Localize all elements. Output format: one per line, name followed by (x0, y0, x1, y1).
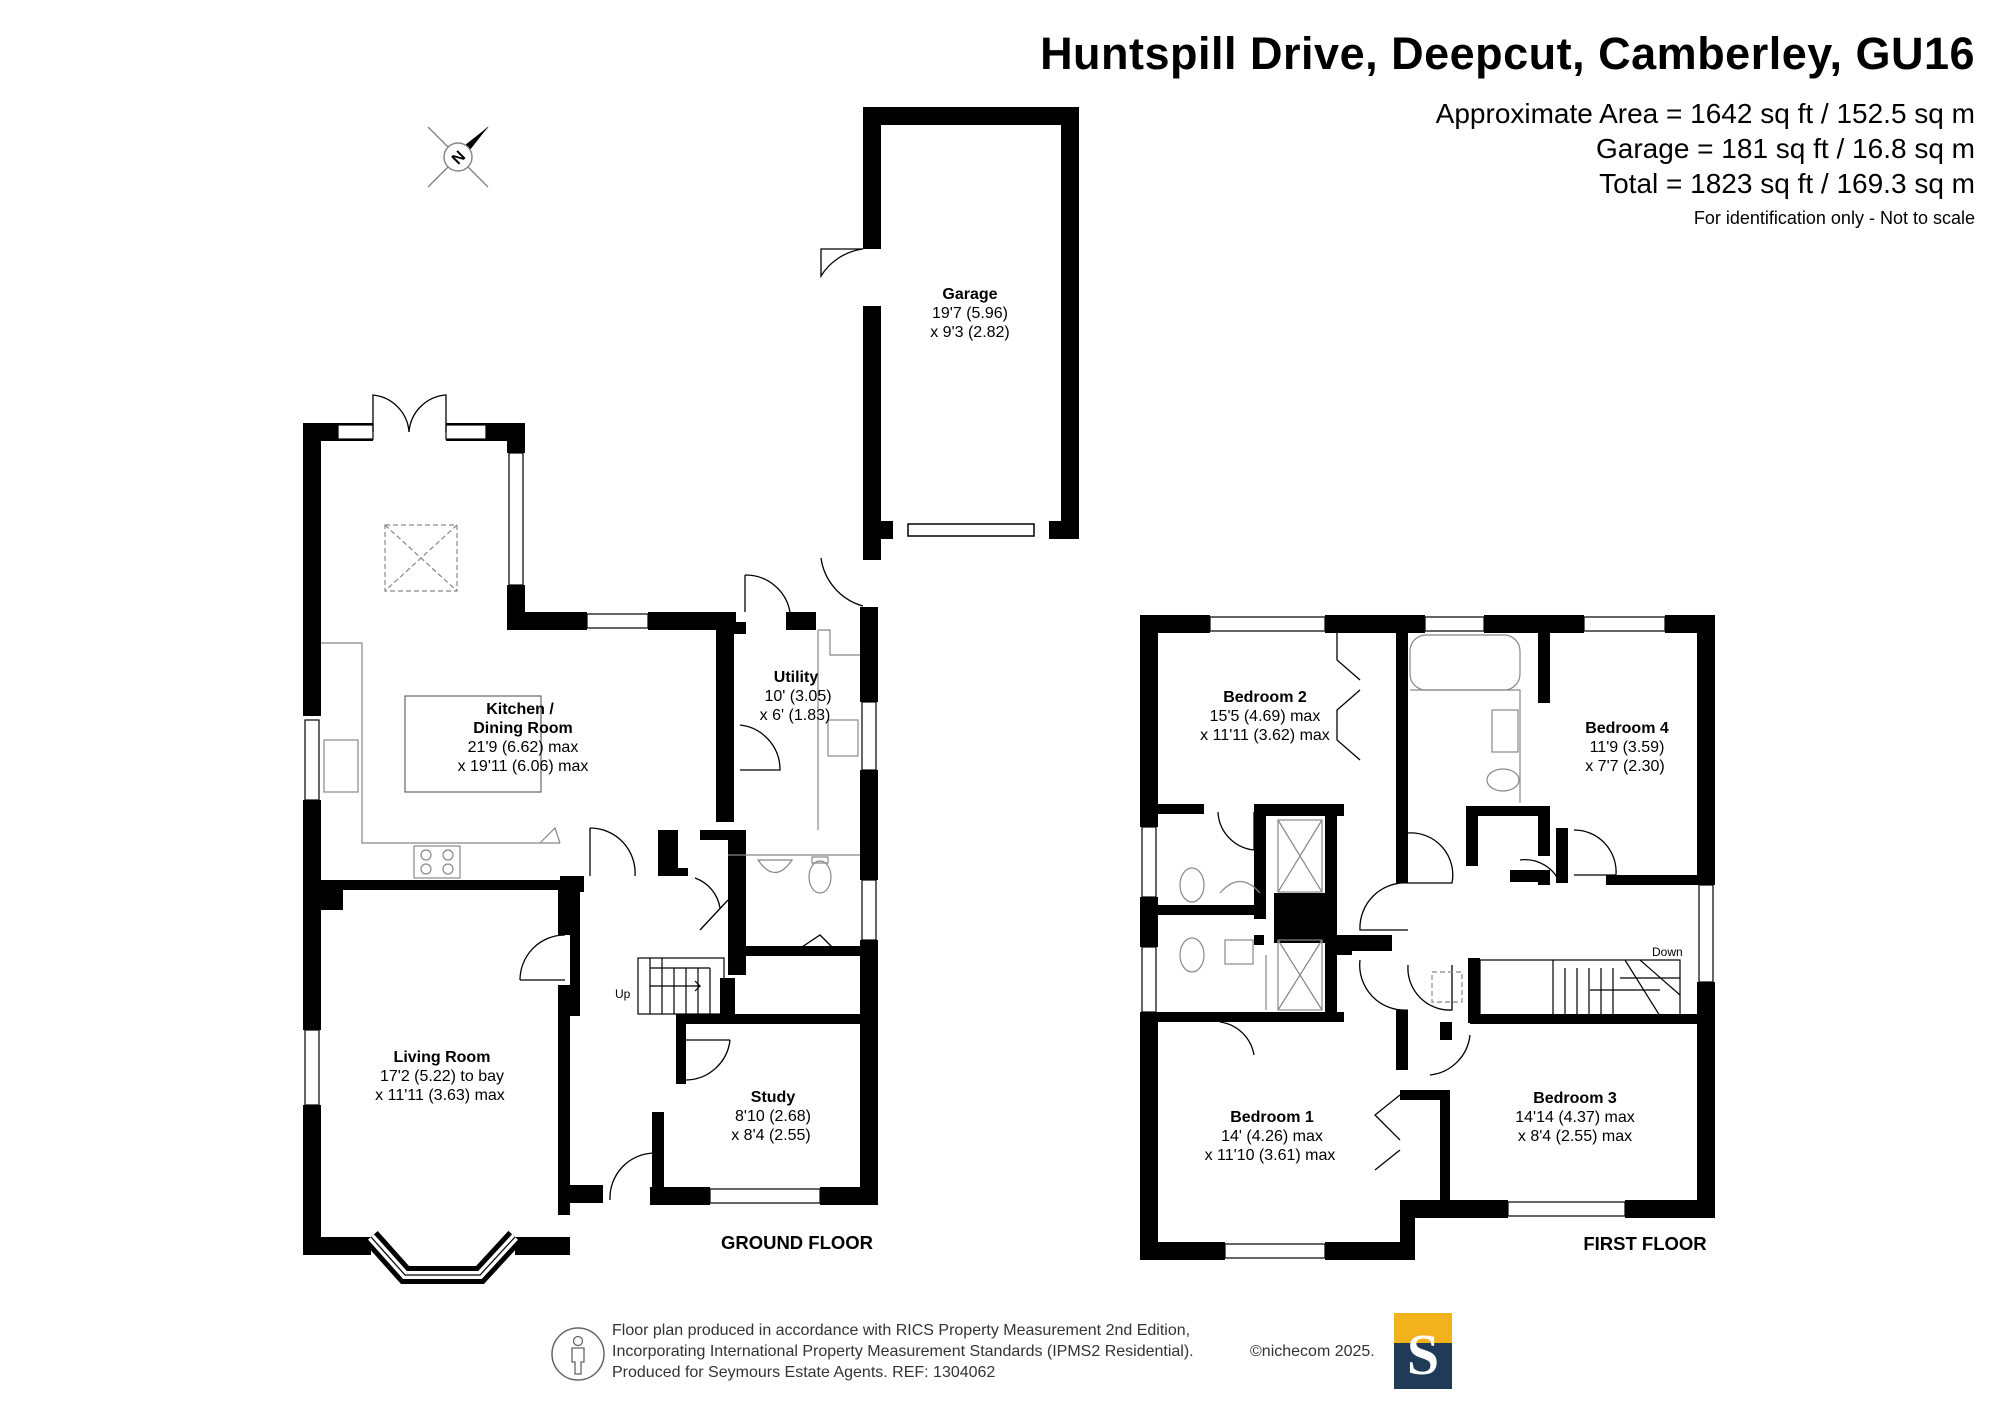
ground-floor-windows (304, 424, 877, 1204)
compass-icon: N (427, 126, 489, 188)
first-floor-label: FIRST FLOOR (1583, 1233, 1706, 1254)
property-title: Huntspill Drive, Deepcut, Camberley, GU1… (1040, 28, 1975, 79)
identification-note: For identification only - Not to scale (1693, 208, 1975, 228)
utility-units (817, 629, 860, 830)
footer-produced-line: Produced for Seymours Estate Agents. REF… (612, 1364, 996, 1381)
kitchen-french-doors (372, 394, 447, 433)
footer-rics-line: Floor plan produced in accordance with R… (612, 1322, 1191, 1339)
garage-rear-door (820, 557, 864, 607)
kitchen-door (739, 724, 781, 771)
garage-name: Garage (942, 286, 997, 303)
bedroom3-dim1: 14'14 (4.37) max (1515, 1109, 1635, 1126)
kitchen-units (321, 642, 561, 879)
garage-area: Garage = 181 sq ft / 16.8 sq m (1596, 133, 1975, 164)
landing-skylight (1431, 971, 1463, 1003)
bedroom4-dim2: x 7'7 (2.30) (1585, 758, 1665, 775)
first-floor-walls (1140, 615, 1715, 1260)
kitchen-name1: Kitchen / (486, 701, 554, 718)
bedroom3-dim2: x 8'4 (2.55) max (1518, 1128, 1632, 1145)
first-floor-stairs (1479, 959, 1681, 1017)
study-dim1: 8'10 (2.68) (735, 1108, 811, 1125)
ground-floor-wc (728, 854, 860, 894)
kitchen-name2: Dining Room (473, 720, 573, 737)
garage-walls (863, 107, 1079, 560)
garage-dim1: 19'7 (5.96) (932, 305, 1008, 322)
total-area: Total = 1823 sq ft / 169.3 sq m (1599, 168, 1975, 199)
living-room-name: Living Room (394, 1049, 491, 1066)
garage-door (907, 523, 1035, 537)
bedroom2-dim1: 15'5 (4.69) max (1210, 708, 1321, 725)
stairs-up-label: Up (615, 987, 631, 1001)
logo-letter: S (1406, 1322, 1440, 1387)
bedroom3-name: Bedroom 3 (1533, 1090, 1617, 1107)
ground-floor-stairs (637, 957, 725, 1015)
living-room-dim2: x 11'11 (3.63) max (375, 1087, 505, 1104)
bedroom2-dim2: x 11'11 (3.62) max (1200, 727, 1330, 744)
nichecom-credit: ©nichecom 2025. (1250, 1343, 1375, 1360)
kitchen-skylight (384, 524, 458, 592)
stairs-down-label: Down (1652, 945, 1683, 959)
bedroom1-dim1: 14' (4.26) max (1221, 1128, 1323, 1145)
bedroom2-name: Bedroom 2 (1223, 689, 1307, 706)
study-name: Study (751, 1089, 796, 1106)
ipms-person-icon (551, 1327, 605, 1381)
study-dim2: x 8'4 (2.55) (731, 1127, 811, 1144)
footer-ipms-line: Incorporating International Property Mea… (612, 1343, 1194, 1360)
first-floor-doors (1217, 633, 1617, 1171)
first-floor-windows (1141, 616, 1714, 1259)
first-floor-bathroom-fixtures (1179, 634, 1521, 1011)
bedroom1-name: Bedroom 1 (1230, 1109, 1314, 1126)
living-room-dim1: 17'2 (5.22) to bay (380, 1068, 504, 1085)
utility-name: Utility (774, 669, 819, 686)
garage-side-door (820, 248, 864, 279)
approximate-area: Approximate Area = 1642 sq ft / 152.5 sq… (1435, 98, 1975, 129)
ground-floor-label: GROUND FLOOR (721, 1232, 873, 1253)
utility-dim2: x 6' (1.83) (760, 707, 831, 724)
garage-dim2: x 9'3 (2.82) (930, 324, 1010, 341)
bedroom4-dim1: 11'9 (3.59) (1590, 739, 1665, 756)
kitchen-dim2: x 19'11 (6.06) max (458, 758, 589, 775)
bedroom4-name: Bedroom 4 (1585, 720, 1669, 737)
seymours-logo: S (1394, 1313, 1452, 1389)
kitchen-dim1: 21'9 (6.62) max (468, 739, 579, 756)
bedroom1-dim2: x 11'10 (3.61) max (1205, 1147, 1336, 1164)
utility-dim1: 10' (3.05) (764, 688, 831, 705)
